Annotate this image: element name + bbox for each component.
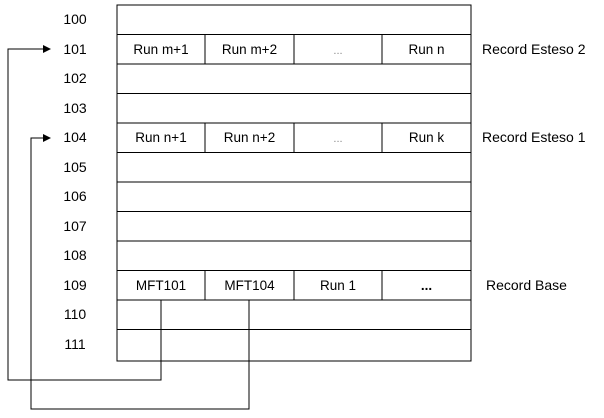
row-number-111: 111	[64, 336, 85, 352]
record-label-esteso-2: Record Esteso 2	[482, 41, 586, 57]
record-104-cell-3: ...	[333, 133, 342, 145]
record-104-cell-2: Run n+2	[224, 130, 275, 145]
record-109-cells: MFT101 MFT104 Run 1 ...	[136, 278, 432, 293]
row-number-102: 102	[63, 70, 87, 86]
record-label-base: Record Base	[486, 277, 567, 293]
record-104-cells: Run n+1 Run n+2 ... Run k	[135, 130, 444, 145]
pointer-mft104-to-record-104	[30, 134, 250, 410]
row-number-110: 110	[64, 306, 87, 322]
row-number-104: 104	[63, 129, 87, 145]
record-109-cell-3: Run 1	[320, 278, 356, 293]
row-number-100: 100	[63, 11, 87, 27]
record-104-cell-4: Run k	[409, 130, 445, 145]
row-number-109: 109	[63, 277, 87, 293]
record-label-esteso-1: Record Esteso 1	[482, 129, 586, 145]
record-101-cell-4: Run n	[408, 42, 444, 57]
record-101-cells: Run m+1 Run m+2 ... Run n	[133, 42, 444, 57]
record-table	[116, 4, 472, 362]
row-number-108: 108	[63, 247, 87, 263]
cell-dividers	[204, 34, 383, 300]
pointer-mft101-to-record-101	[7, 45, 162, 381]
record-101-cell-1: Run m+1	[133, 42, 188, 57]
record-109-cell-1: MFT101	[136, 278, 186, 293]
row-number-101: 101	[63, 41, 87, 57]
row-number-103: 103	[63, 100, 87, 116]
row-number-105: 105	[63, 159, 87, 175]
record-109-cell-2: MFT104	[224, 278, 275, 293]
record-labels: Record Esteso 2 Record Esteso 1 Record B…	[482, 41, 586, 293]
record-104-cell-1: Run n+1	[135, 130, 186, 145]
record-101-cell-2: Run m+2	[222, 42, 277, 57]
record-109-cell-4: ...	[421, 278, 432, 293]
record-101-cell-3: ...	[333, 45, 342, 57]
row-number-107: 107	[63, 218, 87, 234]
row-number-column: 100 101 102 103 104 105 106 107 108 109 …	[63, 11, 87, 352]
row-number-106: 106	[63, 188, 87, 204]
